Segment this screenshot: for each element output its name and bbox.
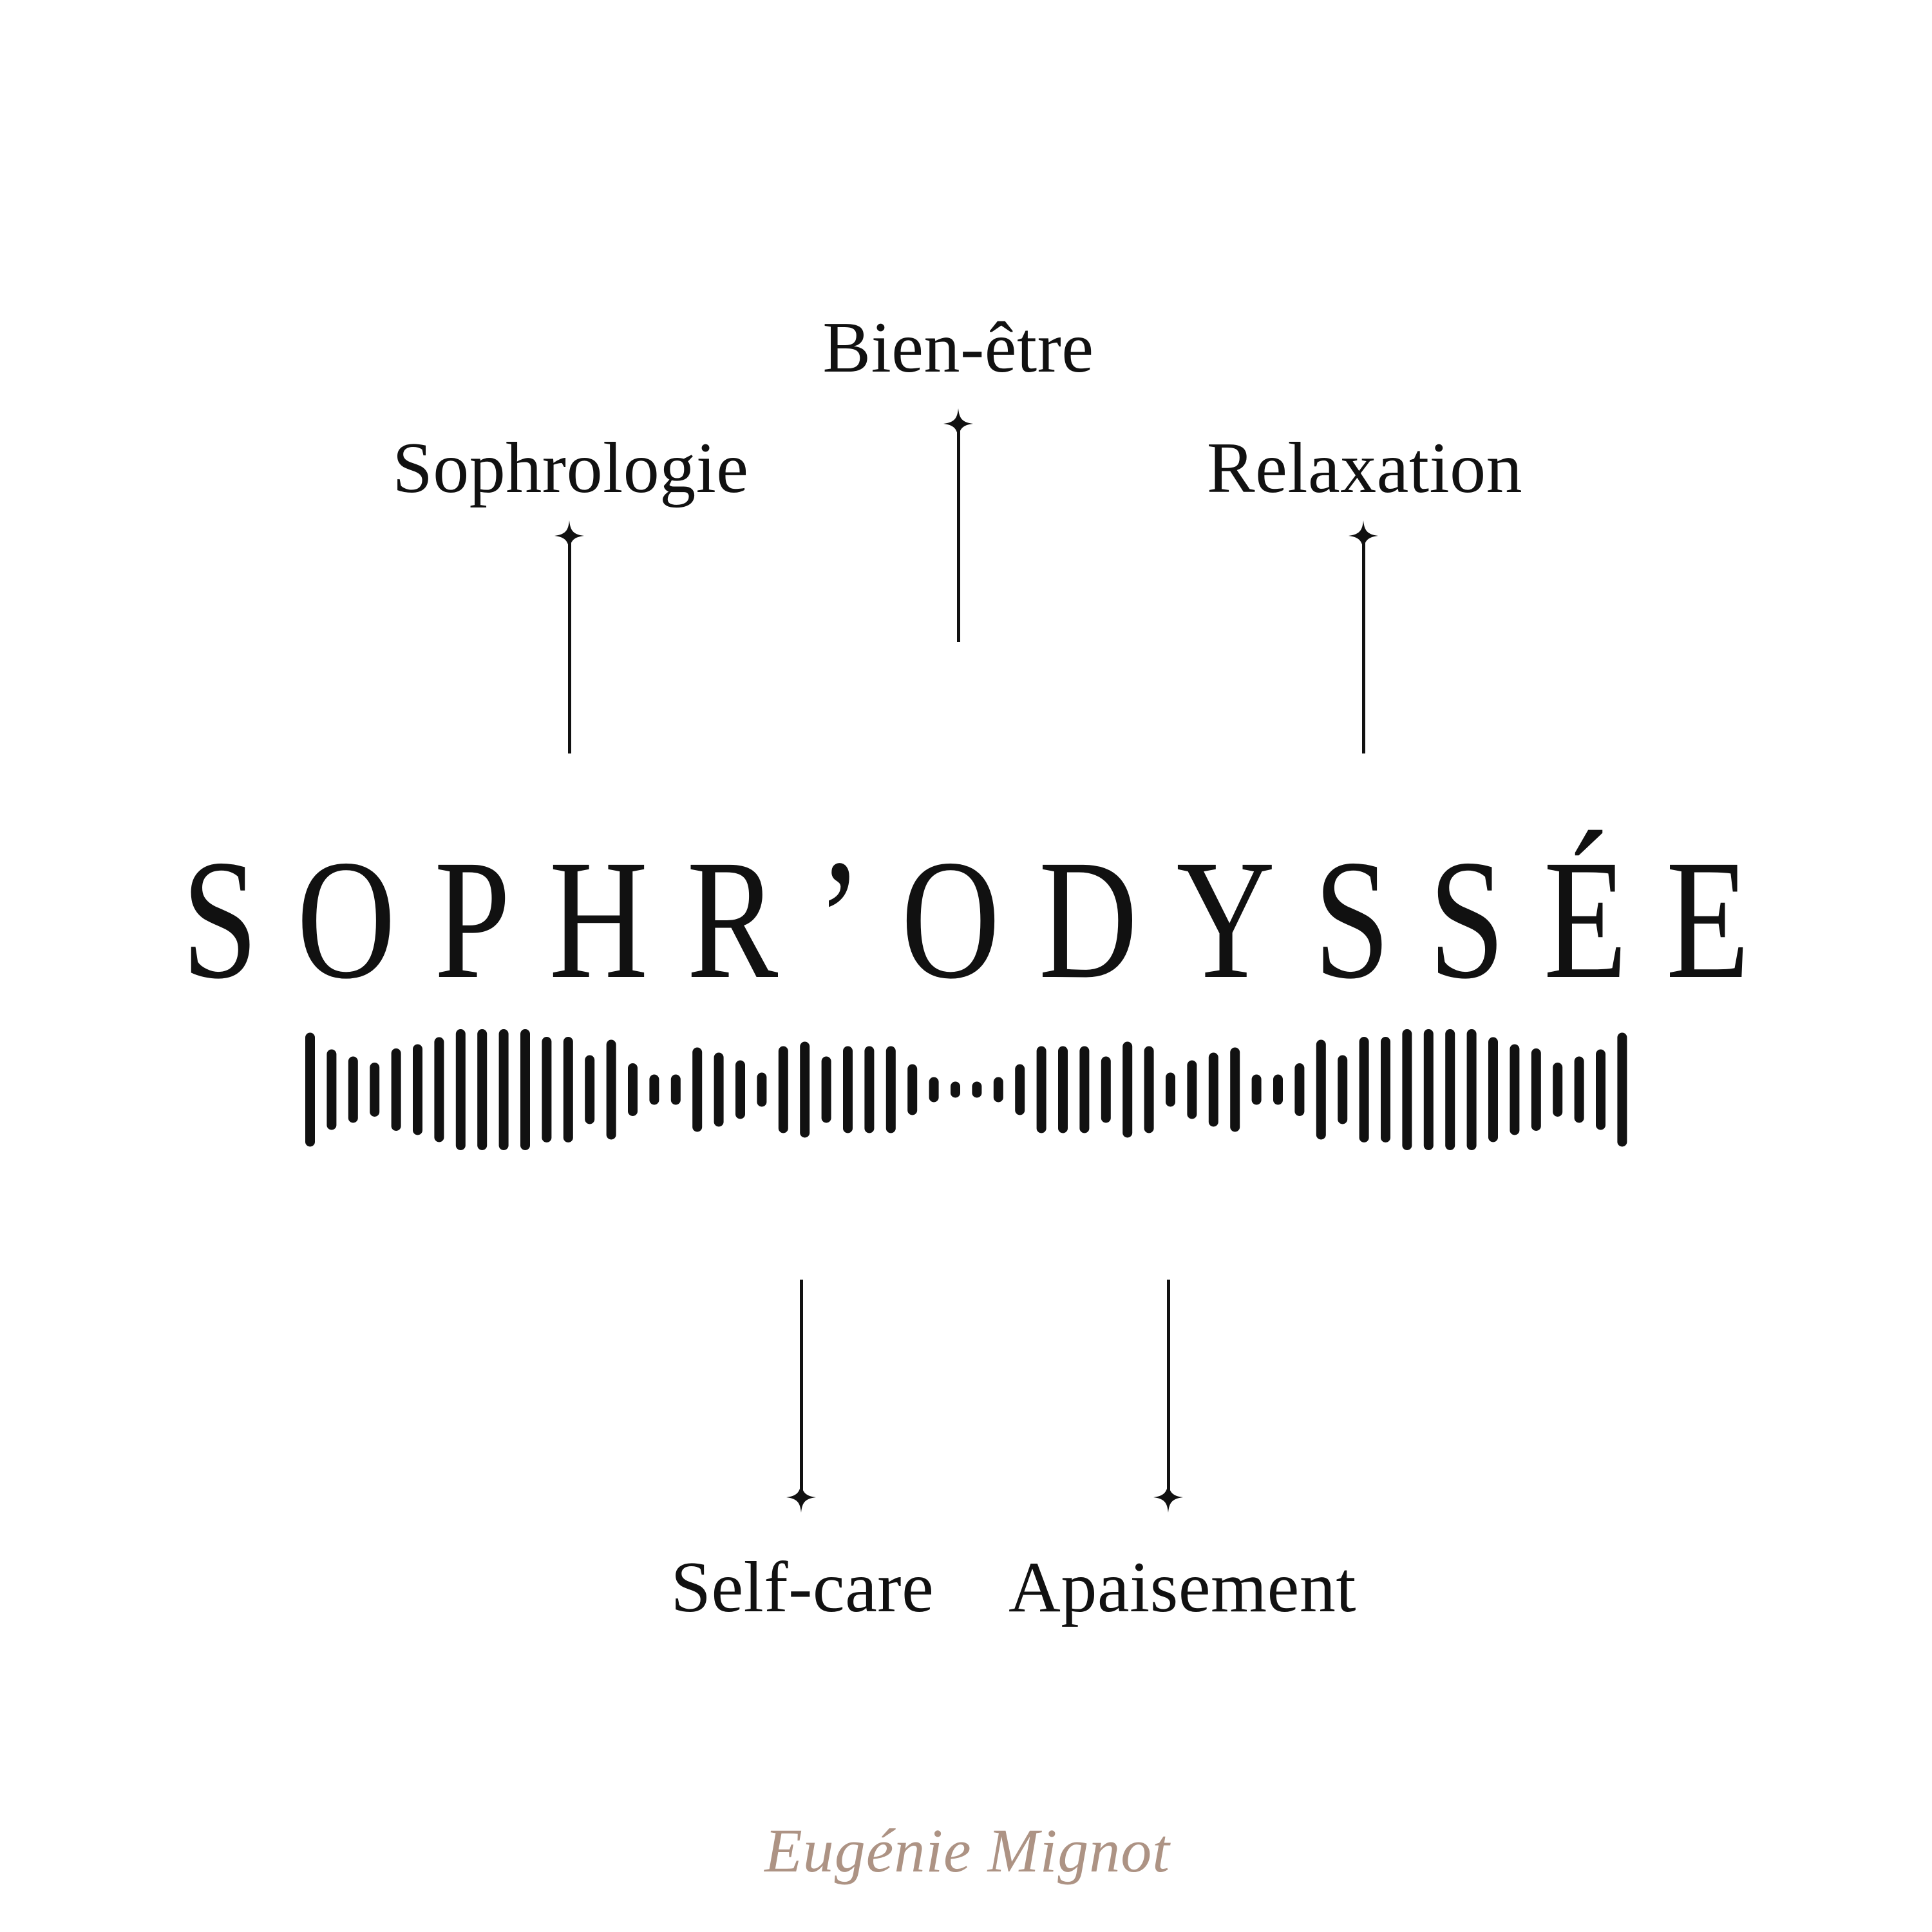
connector-line-bien-etre	[957, 429, 960, 642]
waveform-bar	[1101, 1056, 1111, 1123]
waveform-bar	[1402, 1029, 1412, 1150]
waveform-bar	[1488, 1037, 1498, 1142]
waveform-bar	[1144, 1046, 1154, 1133]
waveform-bar	[907, 1064, 918, 1115]
waveform-bar	[1617, 1032, 1627, 1147]
waveform-bar	[1251, 1074, 1262, 1105]
waveform-bar	[1466, 1029, 1477, 1150]
waveform-bar	[821, 1056, 831, 1123]
star-icon	[785, 1481, 817, 1513]
waveform-bar	[1015, 1064, 1025, 1115]
star-icon	[1152, 1481, 1184, 1513]
waveform-bar	[391, 1048, 401, 1131]
waveform-bar	[757, 1072, 767, 1107]
waveform-bar	[1574, 1056, 1584, 1123]
connector-line-sophrologie	[568, 541, 571, 753]
waveform-bar	[370, 1063, 380, 1117]
waveform-bar	[327, 1049, 337, 1130]
waveform-bar	[1273, 1074, 1283, 1105]
waveform-bar	[413, 1044, 422, 1135]
author-name: Eugénie Mignot	[764, 1816, 1170, 1885]
waveform-bar	[477, 1029, 488, 1150]
label-sophrologie: Sophrologie	[392, 428, 749, 508]
waveform-bar	[864, 1046, 875, 1133]
waveform-bar	[1596, 1049, 1605, 1130]
waveform-bar	[1553, 1063, 1563, 1117]
waveform-bar	[563, 1037, 573, 1142]
waveform-bar	[305, 1032, 315, 1147]
waveform-bar	[1079, 1046, 1090, 1133]
label-bien-etre: Bien-être	[822, 308, 1094, 388]
waveform-bar	[886, 1046, 896, 1133]
waveform-bar	[1445, 1029, 1455, 1150]
waveform-bar	[714, 1052, 724, 1127]
waveform-bar	[1359, 1037, 1369, 1142]
waveform-bar	[1423, 1029, 1434, 1150]
label-apaisement: Apaisement	[1009, 1548, 1356, 1627]
waveform-bar	[1531, 1048, 1541, 1131]
connector-line-relaxation	[1362, 541, 1365, 753]
waveform-bar	[1294, 1063, 1305, 1116]
waveform-bar	[929, 1077, 939, 1103]
waveform-bar	[972, 1081, 982, 1098]
audio-waveform-icon	[0, 998, 1932, 1185]
star-icon	[942, 408, 974, 440]
waveform-bar	[778, 1046, 788, 1133]
waveform-bar	[455, 1029, 466, 1150]
waveform-bar	[542, 1037, 552, 1142]
star-icon	[1347, 520, 1379, 552]
waveform-bar	[1338, 1055, 1348, 1124]
waveform-bar	[692, 1047, 703, 1132]
star-icon	[553, 520, 585, 552]
waveform-bar	[1122, 1041, 1133, 1138]
podcast-title: SOPHR’ODYSSÉE	[182, 824, 1789, 1014]
waveform-bar	[348, 1056, 358, 1123]
connector-line-apaisement	[1167, 1280, 1170, 1492]
waveform-bar	[735, 1060, 745, 1119]
waveform-bar	[628, 1063, 638, 1116]
waveform-bar	[434, 1037, 444, 1142]
waveform-bar	[585, 1055, 595, 1124]
waveform-bar	[843, 1046, 853, 1133]
waveform-bar	[1510, 1044, 1520, 1135]
label-self-care: Self-care	[670, 1548, 934, 1627]
waveform-bar	[800, 1041, 810, 1138]
waveform-bar	[1208, 1052, 1218, 1127]
waveform-bar	[520, 1029, 530, 1150]
waveform-bar	[670, 1074, 681, 1105]
waveform-bar	[1166, 1072, 1175, 1107]
waveform-bar	[498, 1029, 509, 1150]
waveform-bar	[1230, 1047, 1240, 1132]
waveform-bar	[606, 1039, 616, 1140]
waveform-bar	[1381, 1037, 1390, 1142]
waveform-bar	[1187, 1060, 1197, 1119]
connector-line-self-care	[800, 1280, 803, 1492]
waveform-bar	[1058, 1046, 1068, 1133]
waveform-bar	[993, 1077, 1003, 1103]
waveform-bar	[649, 1074, 659, 1105]
waveform-bar	[1036, 1046, 1046, 1133]
waveform-bar	[951, 1081, 960, 1098]
label-relaxation: Relaxation	[1206, 428, 1523, 508]
title-container: SOPHR’ODYSSÉE	[0, 834, 1932, 1005]
waveform-bar	[1316, 1039, 1326, 1140]
